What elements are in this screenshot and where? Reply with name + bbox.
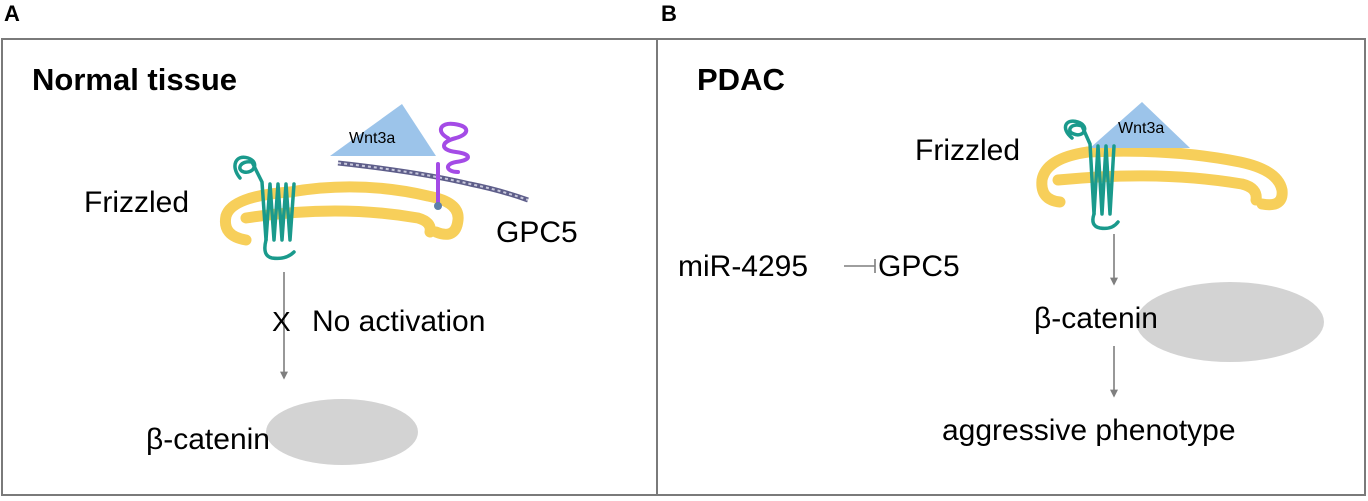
gpc5-protein bbox=[436, 121, 470, 208]
panel-b-title: PDAC bbox=[697, 62, 785, 97]
panel-a-title: Normal tissue bbox=[32, 62, 238, 97]
wnt3a-ligand-a bbox=[330, 104, 436, 156]
no-activation-label: No activation bbox=[312, 305, 486, 338]
gpc5-label-a: GPC5 bbox=[496, 216, 578, 249]
frizzled-receptor-b bbox=[1063, 119, 1120, 231]
cell-membrane-a bbox=[219, 181, 464, 246]
outcome-label: aggressive phenotype bbox=[942, 414, 1236, 447]
block-mark: X bbox=[272, 306, 291, 337]
frizzled-receptor-a bbox=[233, 155, 296, 261]
frizzled-label-a: Frizzled bbox=[84, 186, 190, 219]
gpc5-label-b: GPC5 bbox=[878, 250, 960, 283]
beta-catenin-label-a: β-catenin bbox=[146, 423, 270, 456]
gpc5-chain bbox=[337, 160, 529, 203]
beta-catenin-label-b: β-catenin bbox=[1034, 302, 1158, 335]
wnt3a-label-a: Wnt3a bbox=[349, 130, 396, 147]
gpc5-anchor bbox=[434, 202, 442, 210]
panel-a-letter: A bbox=[4, 1, 20, 26]
beta-catenin-blob-a bbox=[266, 399, 418, 465]
cell-membrane-b bbox=[1036, 145, 1288, 211]
wnt3a-label-b: Wnt3a bbox=[1118, 120, 1165, 137]
mir-4295-label: miR-4295 bbox=[678, 250, 809, 283]
inhibition-line bbox=[844, 259, 876, 273]
beta-catenin-blob-b bbox=[1136, 282, 1324, 362]
panel-b-letter: B bbox=[661, 1, 677, 26]
panel-b-frame bbox=[656, 38, 1366, 496]
wnt3a-ligand-b bbox=[1090, 102, 1190, 148]
frizzled-label-b: Frizzled bbox=[915, 134, 1021, 167]
